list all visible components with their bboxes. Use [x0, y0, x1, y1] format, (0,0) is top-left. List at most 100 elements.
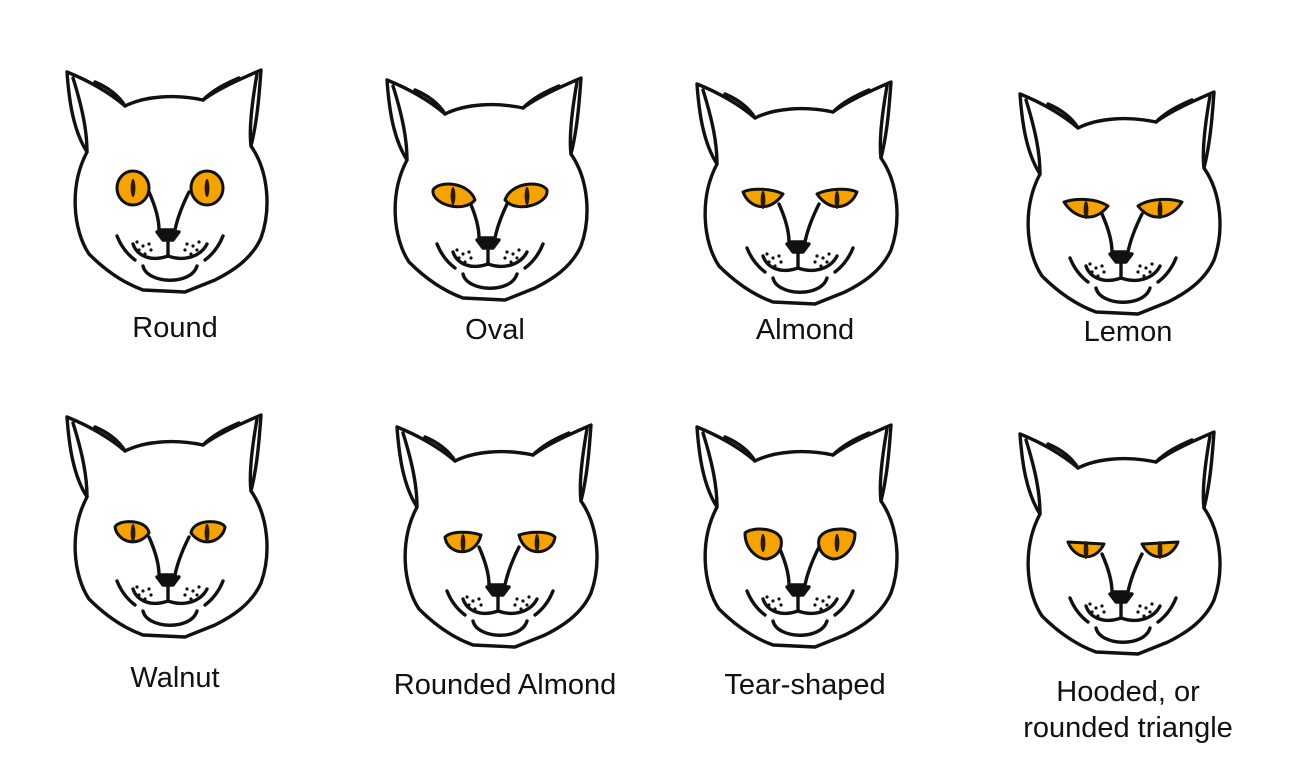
- nose-bridge: [147, 535, 191, 577]
- cat-face-drawing: [695, 423, 899, 649]
- head-outline: [1018, 90, 1222, 316]
- whisker-dot: [135, 240, 139, 244]
- whisker-dot: [779, 603, 783, 607]
- right-ear-inner: [878, 427, 889, 503]
- whisker-dot: [1096, 274, 1100, 278]
- right-cheek: [1156, 596, 1178, 624]
- whisker-dots: [1088, 602, 1154, 618]
- whisker-dot: [143, 252, 147, 256]
- pupil: [450, 187, 456, 205]
- whisker-dot: [1136, 610, 1140, 614]
- cat-face-drawing: [1018, 90, 1222, 316]
- left-ear-edge: [1046, 442, 1080, 470]
- whisker-dot: [1094, 266, 1098, 270]
- pupil: [760, 534, 766, 552]
- whisker-dot: [525, 603, 529, 607]
- pupil: [534, 534, 540, 552]
- whisker-dot: [1150, 262, 1154, 266]
- mouth: [1084, 604, 1162, 623]
- eye-shape-label: Tear-shaped: [724, 669, 886, 701]
- nose-bridge: [1100, 212, 1144, 254]
- whisker-dots: [465, 595, 531, 611]
- cat-face-rounded-almond-icon: [395, 423, 599, 649]
- whisker-dot: [815, 597, 819, 601]
- whisker-dot: [511, 252, 515, 256]
- cat-face-tear-shaped-icon: [695, 423, 899, 649]
- pupil: [204, 179, 210, 197]
- whisker-dot: [1090, 610, 1094, 614]
- whisker-dot: [815, 254, 819, 258]
- whisker-dot: [191, 244, 195, 248]
- pupil: [1157, 541, 1163, 559]
- whisker-dot: [1102, 610, 1106, 614]
- whisker-dot: [191, 589, 195, 593]
- right-eye-icon: [189, 520, 227, 544]
- left-cheek: [1068, 256, 1090, 284]
- whisker-dot: [457, 256, 461, 260]
- left-ear-edge: [93, 80, 127, 108]
- head-outline: [65, 413, 269, 639]
- cat-cell-walnut: Walnut: [25, 405, 325, 725]
- left-ear-edge: [93, 425, 127, 453]
- right-eye-icon: [1136, 197, 1184, 219]
- right-eye-icon: [189, 169, 225, 207]
- whisker-dot: [777, 254, 781, 258]
- eye-shape-label: Oval: [465, 314, 525, 346]
- pupil: [834, 534, 840, 552]
- left-eye-icon: [113, 520, 151, 544]
- right-eye-icon: [815, 187, 859, 209]
- cat-face-drawing: [65, 68, 269, 294]
- whisker-dot: [773, 264, 777, 268]
- whisker-dot: [517, 248, 521, 252]
- whisker-dot: [461, 252, 465, 256]
- whisker-dot: [767, 260, 771, 264]
- whisker-dot: [1094, 606, 1098, 610]
- pupil: [524, 187, 530, 205]
- whisker-dot: [521, 599, 525, 603]
- right-cheek: [1156, 256, 1178, 284]
- left-ear-edge: [423, 435, 457, 463]
- head-outline: [1018, 430, 1222, 656]
- whisker-dot: [185, 587, 189, 591]
- nose: [475, 238, 501, 250]
- cat-face-drawing: [65, 413, 269, 639]
- cat-face-drawing: [385, 76, 589, 302]
- nose: [155, 575, 181, 587]
- whisker-dot: [141, 589, 145, 593]
- pupil: [460, 534, 466, 552]
- right-cheek: [203, 234, 225, 262]
- right-ear-edge: [831, 88, 871, 114]
- whisker-dot: [183, 248, 187, 252]
- whisker-dots: [135, 240, 201, 256]
- whisker-dot: [1100, 604, 1104, 608]
- left-ear-inner: [701, 88, 719, 166]
- right-ear-edge: [1154, 438, 1194, 464]
- whisker-dot: [765, 252, 769, 256]
- head-outline: [395, 423, 599, 649]
- whisker-dot: [771, 256, 775, 260]
- left-cheek: [115, 579, 137, 607]
- whisker-dot: [505, 250, 509, 254]
- whisker-dot: [767, 603, 771, 607]
- whisker-dot: [197, 585, 201, 589]
- chin: [771, 276, 829, 294]
- cat-cell-oval: Oval: [345, 68, 645, 368]
- whisker-dot: [149, 593, 153, 597]
- left-eye-icon: [743, 527, 783, 561]
- whisker-dot: [1102, 270, 1106, 274]
- pupil: [760, 191, 766, 209]
- left-ear-edge: [723, 435, 757, 463]
- cat-face-drawing: [1018, 430, 1222, 656]
- mouth: [131, 587, 209, 606]
- left-eye-icon: [1062, 197, 1110, 219]
- left-eye-icon: [1066, 540, 1106, 559]
- right-ear-edge: [1154, 98, 1194, 124]
- whisker-dot: [195, 248, 199, 252]
- cat-face-lemon-icon: [1018, 90, 1222, 316]
- whisker-dot: [1138, 604, 1142, 608]
- whisker-dot: [509, 260, 513, 264]
- whisker-dot: [1148, 610, 1152, 614]
- right-ear-inner: [248, 417, 259, 493]
- left-ear-inner: [71, 76, 89, 154]
- right-ear-edge: [521, 84, 561, 110]
